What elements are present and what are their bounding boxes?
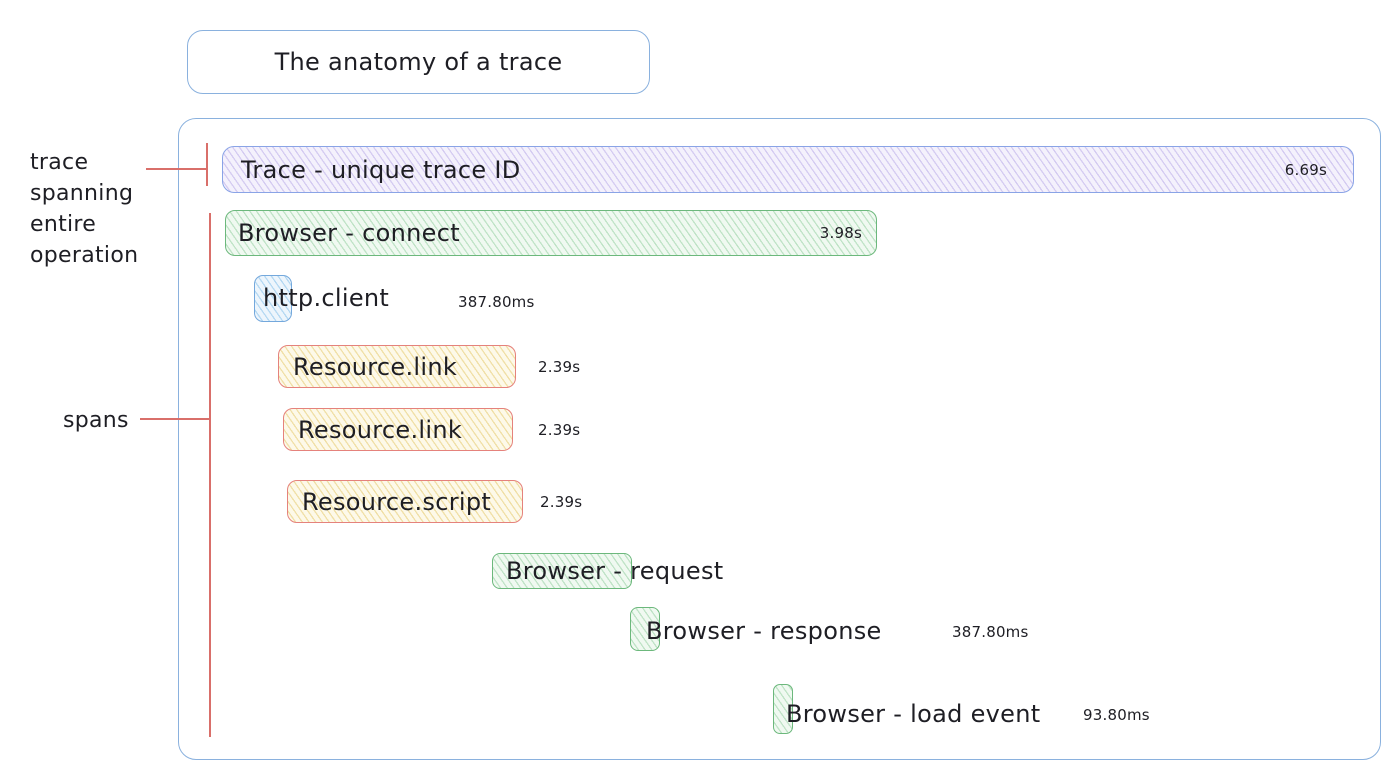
span-resource-script-duration: 2.39s [540, 493, 583, 511]
span-browser-response-label: Browser - response [646, 617, 882, 645]
span-browser-connect: Browser - connect 3.98s [225, 210, 877, 256]
span-browser-response-duration: 387.80ms [952, 623, 1029, 641]
trace-pointer-tick [206, 143, 208, 186]
trace-note-line: entire [30, 212, 97, 237]
spans-bracket-line [209, 213, 211, 737]
trace-outer-container [178, 118, 1381, 760]
span-label: Resource.link [298, 415, 463, 444]
trace-annotation-note: trace spanning entire operation [30, 147, 138, 271]
span-resource-link-1-duration: 2.39s [538, 358, 581, 376]
span-resource-script: Resource.script [287, 480, 523, 523]
trace-bar-label: Trace - unique trace ID [241, 155, 521, 184]
span-resource-link-1: Resource.link [278, 345, 516, 388]
span-http-client-label: http.client [263, 284, 390, 312]
span-http-client-box [254, 275, 292, 322]
trace-note-line: spanning [30, 181, 134, 206]
span-browser-request-label: Browser - request [506, 557, 724, 585]
diagram-title: The anatomy of a trace [274, 48, 563, 76]
span-label: Browser - connect [238, 219, 460, 247]
span-resource-link-2-duration: 2.39s [538, 421, 581, 439]
trace-bar: Trace - unique trace ID 6.69s [222, 146, 1354, 193]
span-http-client-duration: 387.80ms [458, 293, 535, 311]
trace-note-line: operation [30, 243, 139, 268]
span-browser-load-event-label: Browser - load event [786, 700, 1041, 728]
span-browser-request-box [492, 553, 632, 589]
span-duration: 3.98s [819, 224, 862, 242]
trace-pointer-line [146, 168, 207, 170]
spans-pointer-line [140, 418, 210, 420]
span-label: Resource.link [293, 352, 458, 381]
trace-note-line: trace [30, 150, 89, 175]
span-label: Resource.script [302, 487, 492, 516]
trace-bar-duration: 6.69s [1284, 160, 1327, 179]
span-browser-load-event-box [773, 684, 793, 734]
span-browser-load-event-duration: 93.80ms [1083, 706, 1150, 724]
diagram-title-box: The anatomy of a trace [187, 30, 650, 94]
spans-annotation-note: spans [63, 408, 129, 433]
span-browser-response-box [630, 607, 660, 651]
span-resource-link-2: Resource.link [283, 408, 513, 451]
